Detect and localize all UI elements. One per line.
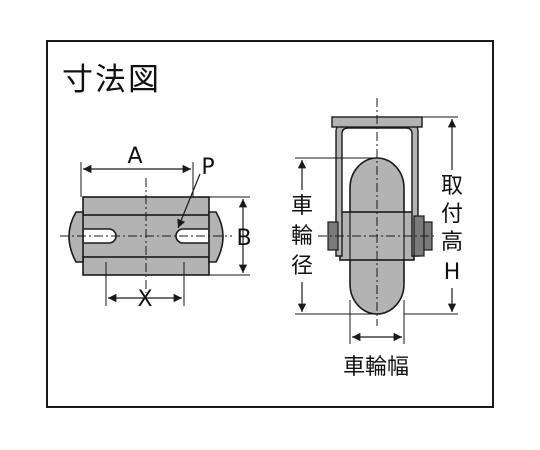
dimension-wheel-width [349,300,405,344]
label-mounting-height: 取 付 高 H [437,170,467,288]
label-x: X [137,287,152,312]
svg-text:径: 径 [291,254,313,279]
dimension-b [209,196,250,276]
label-b: B [236,226,251,251]
caster-side-view [318,98,440,326]
label-p: P [201,155,214,180]
diagram-frame [46,40,494,408]
svg-text:高: 高 [441,230,463,255]
diagram-title: 寸法図 [62,62,161,98]
top-view-plate [60,178,232,293]
svg-text:車: 車 [291,194,313,219]
svg-text:H: H [444,260,461,285]
label-wheel-diameter: 車 輪 径 [287,190,317,282]
label-wheel-width: 車輪幅 [343,355,409,380]
dimension-x [105,262,185,306]
label-a: A [127,144,142,169]
svg-text:取: 取 [441,174,463,199]
svg-text:輪: 輪 [291,224,313,249]
leader-p [177,173,201,229]
svg-text:付: 付 [441,202,463,227]
